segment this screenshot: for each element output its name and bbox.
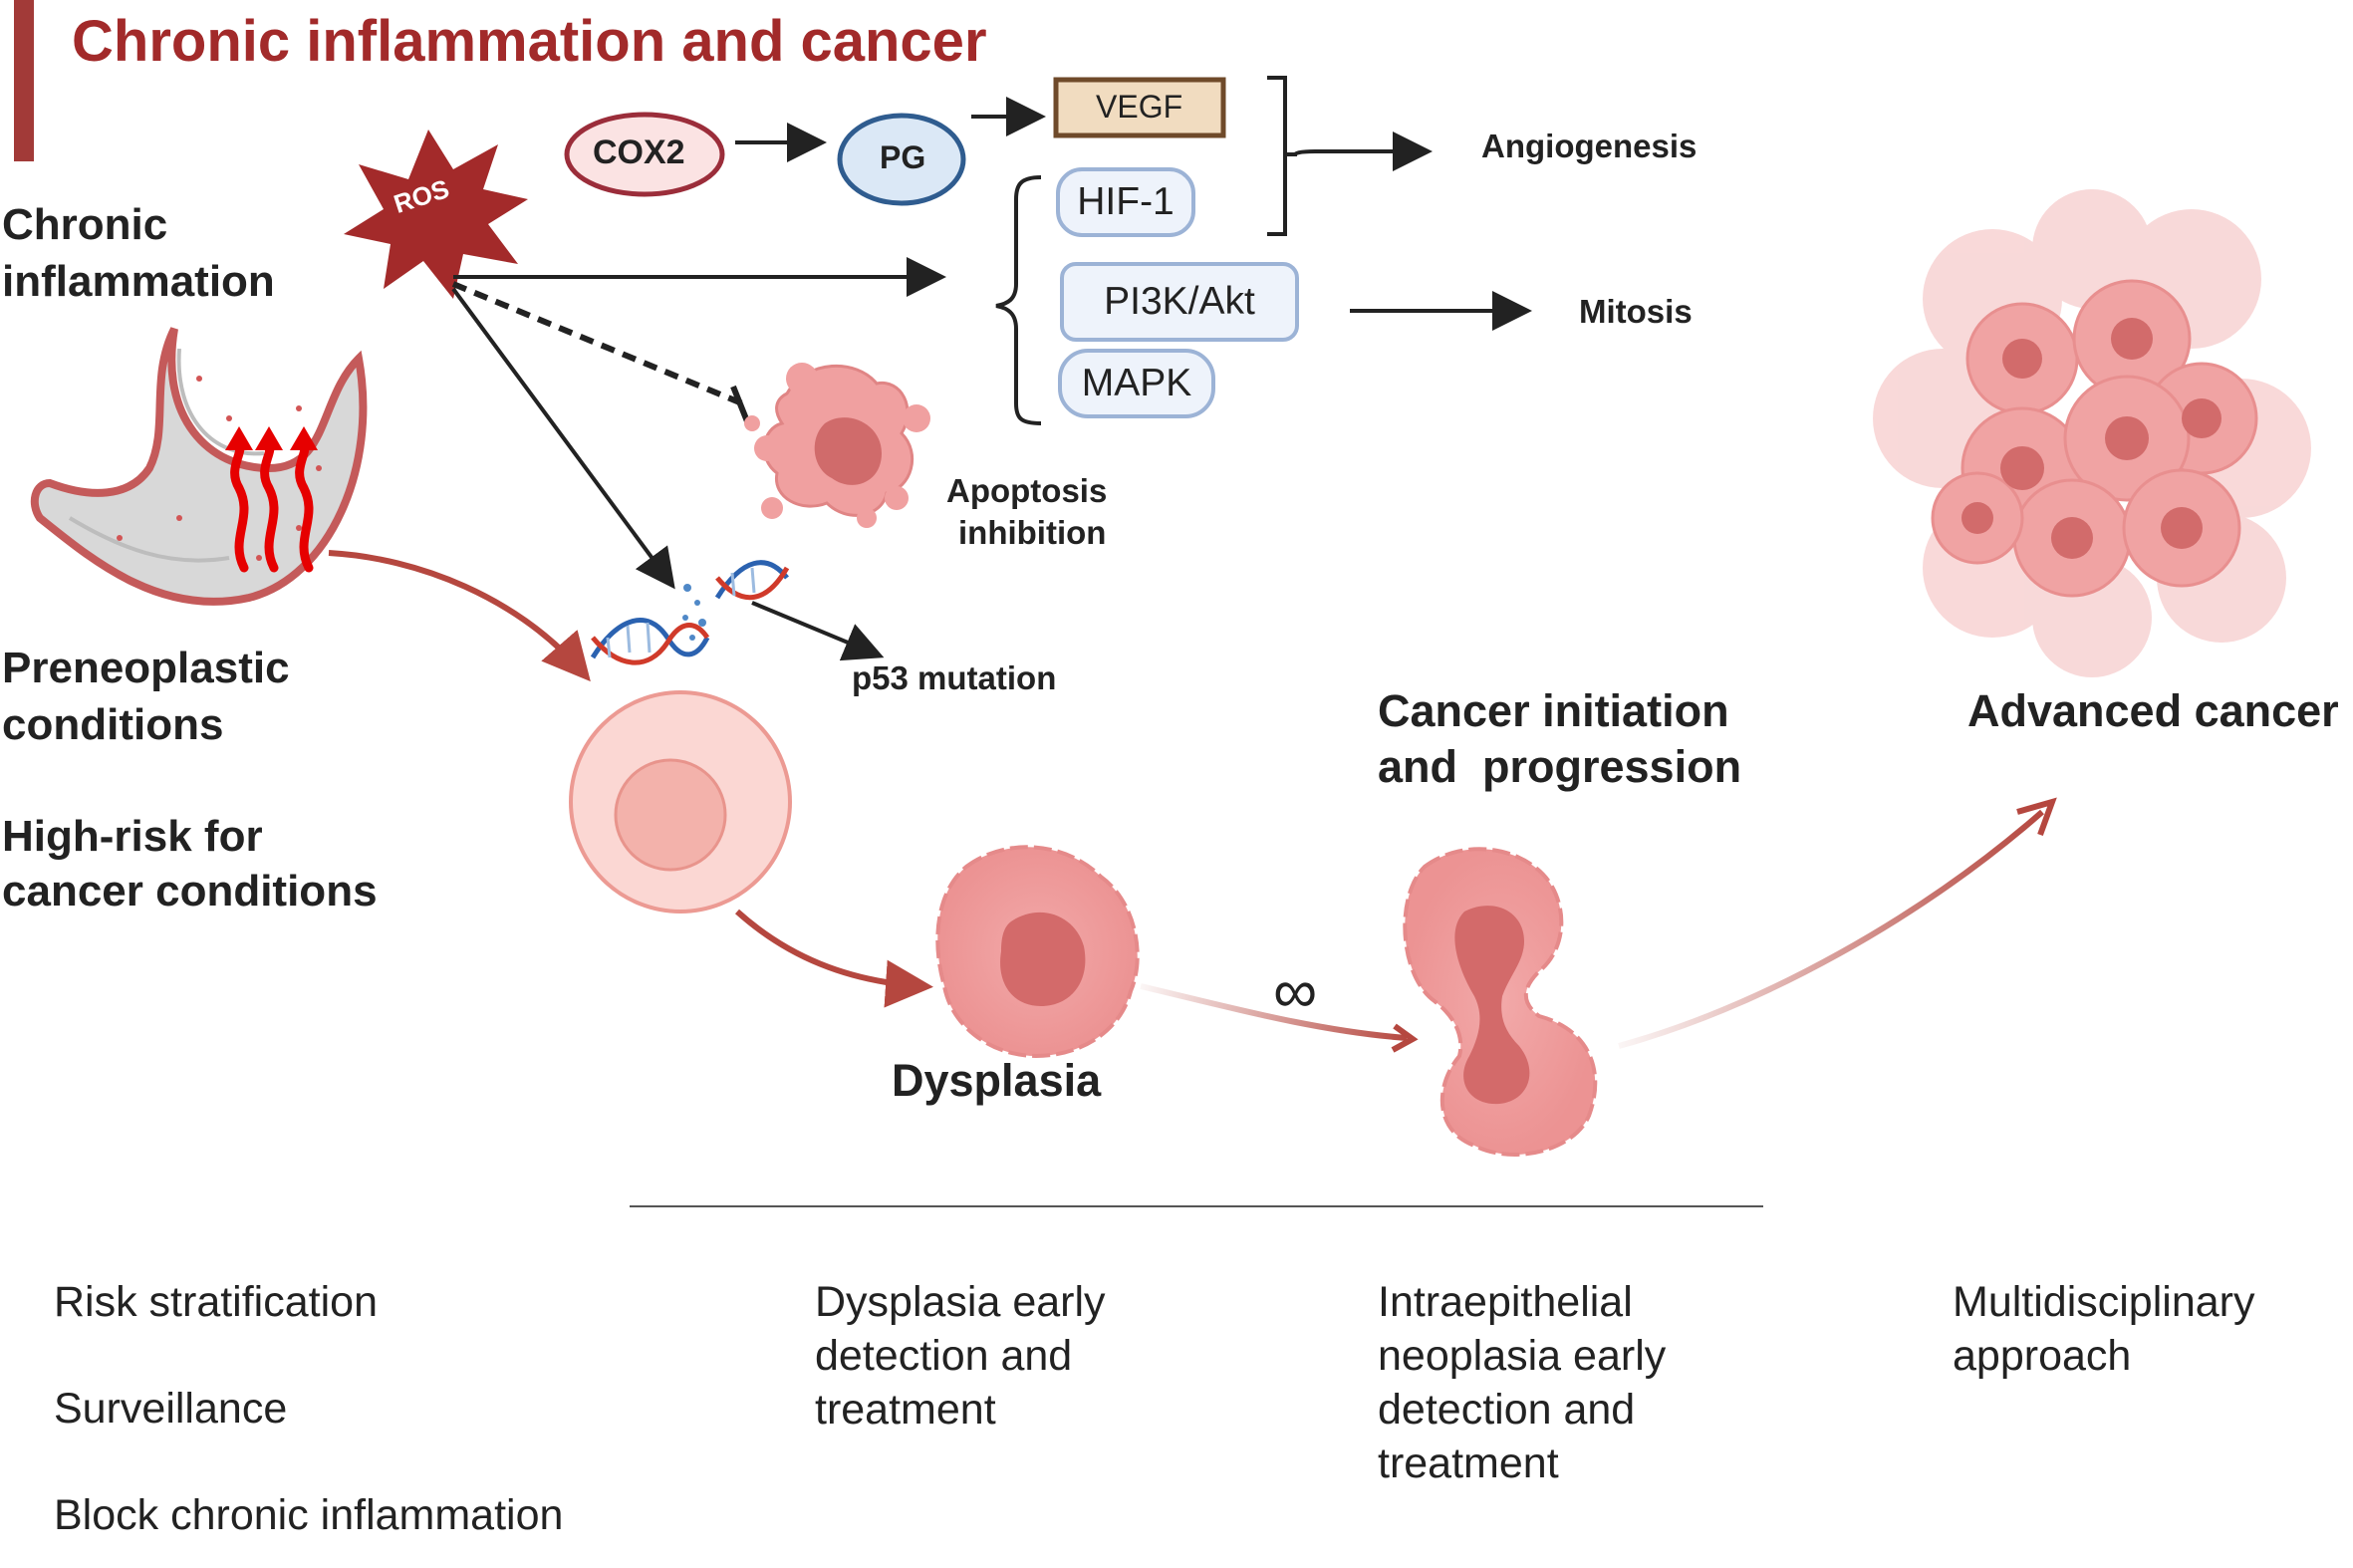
pi3k-label: PI3K/Akt xyxy=(1104,280,1255,323)
initiation-label-1: Cancer initiation xyxy=(1378,685,1729,736)
mapk-node: MAPK xyxy=(1058,349,1215,418)
dysplasia-cell-icon xyxy=(935,845,1140,1059)
page-title: Chronic inflammation and cancer xyxy=(72,9,987,74)
block-inflammation-text: Block chronic inflammation xyxy=(54,1491,564,1539)
chronic-inflammation-label-1: Chronic xyxy=(2,200,168,249)
mapk-label: MAPK xyxy=(1081,362,1192,404)
dna-helix-icon xyxy=(590,560,790,665)
angiogenesis-label: Angiogenesis xyxy=(1481,128,1698,164)
neoplasia-detection-text-1: Intraepithelial xyxy=(1378,1278,1633,1326)
pi3k-node: PI3K/Akt xyxy=(1060,262,1299,342)
high-risk-label-2: cancer conditions xyxy=(2,867,378,915)
mitosis-label: Mitosis xyxy=(1579,293,1693,330)
apoptosis-label-2: inhibition xyxy=(958,514,1107,551)
chronic-inflammation-label-2: inflammation xyxy=(2,257,275,306)
dysplasia-detection-text-2: detection and xyxy=(815,1332,1073,1380)
ros-icon xyxy=(344,130,528,299)
title-accent-bar xyxy=(14,0,34,161)
vegf-label: VEGF xyxy=(1096,89,1183,125)
initiation-label-2: and progression xyxy=(1378,741,1742,792)
cox2-node xyxy=(564,112,725,197)
infinity-symbol: ∞ xyxy=(1273,957,1318,1026)
pg-label: PG xyxy=(880,139,926,175)
hif1-label: HIF-1 xyxy=(1077,180,1175,223)
dysplasia-detection-text-3: treatment xyxy=(815,1386,996,1434)
p53-label: p53 mutation xyxy=(852,659,1057,696)
pg-node xyxy=(837,113,966,206)
neoplasia-detection-text-4: treatment xyxy=(1378,1439,1559,1487)
vegf-node xyxy=(1053,77,1226,138)
preneoplastic-label-2: conditions xyxy=(2,700,224,749)
stomach-icon xyxy=(30,327,368,606)
neoplasia-detection-text-2: neoplasia early xyxy=(1378,1332,1667,1380)
apoptotic-cell-icon xyxy=(744,363,930,528)
preneoplastic-label-1: Preneoplastic xyxy=(2,644,290,692)
multidisciplinary-text-2: approach xyxy=(1953,1332,2132,1380)
surveillance-text: Surveillance xyxy=(54,1385,288,1433)
dividing-cell-icon xyxy=(1403,847,1598,1157)
normal-cell-icon xyxy=(569,690,792,914)
risk-stratification-text: Risk stratification xyxy=(54,1278,378,1326)
dysplasia-label: Dysplasia xyxy=(892,1055,1102,1106)
dysplasia-detection-text-1: Dysplasia early xyxy=(815,1278,1106,1326)
hif1-node: HIF-1 xyxy=(1056,167,1195,237)
high-risk-label-1: High-risk for xyxy=(2,812,263,861)
neoplasia-detection-text-3: detection and xyxy=(1378,1386,1636,1434)
multidisciplinary-text-1: Multidisciplinary xyxy=(1953,1278,2255,1326)
apoptosis-label-1: Apoptosis xyxy=(946,472,1108,509)
advanced-cancer-icon xyxy=(1873,189,2311,677)
cox2-label: COX2 xyxy=(593,133,685,171)
advanced-cancer-label: Advanced cancer xyxy=(1967,685,2339,736)
